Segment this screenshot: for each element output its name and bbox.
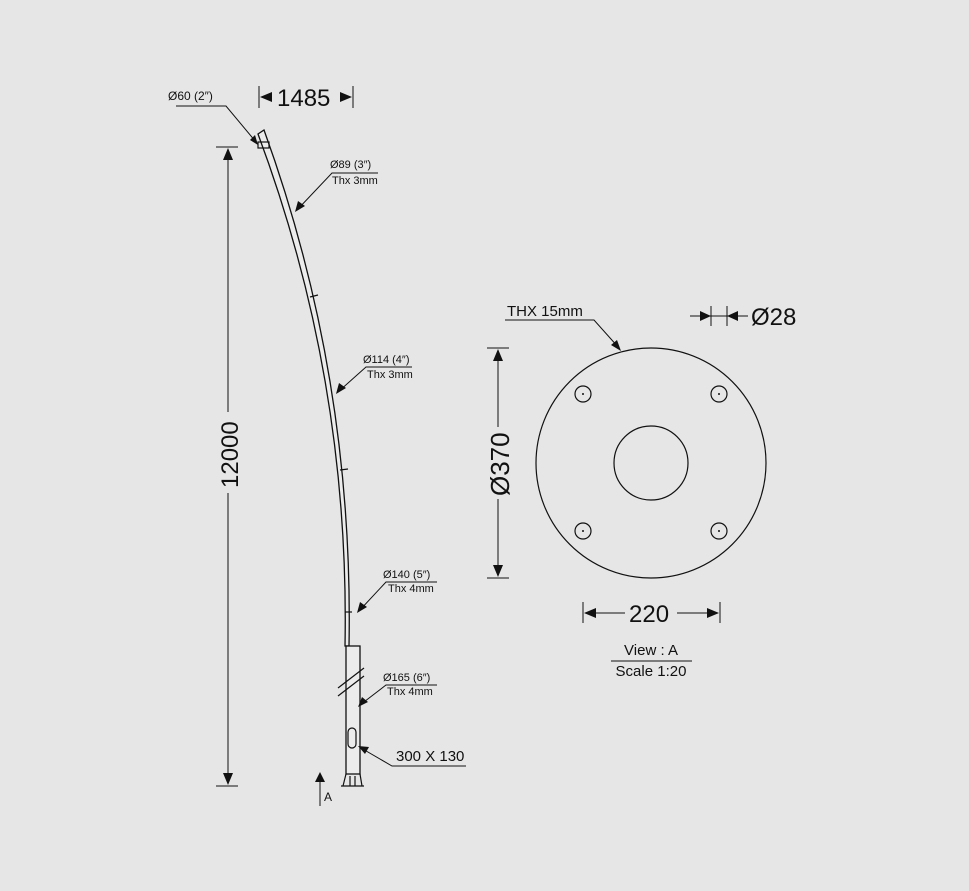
leader-dia-165 <box>359 684 437 706</box>
view-marker-label: A <box>324 790 332 804</box>
dim-arrow-left <box>260 92 272 102</box>
label-dia-165: Ø165 (6″) <box>383 672 430 684</box>
dim-bolt-spacing: 220 <box>582 601 721 628</box>
leader-plate-thickness <box>505 319 620 349</box>
leader-dia-60 <box>176 105 257 143</box>
arrow-dia-140 <box>357 602 367 613</box>
label-dia-114: Ø114 (4″) <box>363 354 410 366</box>
leader-door <box>360 747 466 767</box>
arrow-dia-60 <box>250 135 258 145</box>
leader-dia-140 <box>358 581 437 612</box>
joint-line-2 <box>339 468 349 471</box>
dim-hole-arrow-left <box>700 311 711 321</box>
bolt-hole-top-left <box>574 385 592 403</box>
joint-line-1 <box>309 294 319 298</box>
base-plate-outline <box>535 347 767 579</box>
dim-hole-value: Ø28 <box>751 304 796 331</box>
label-door-size: 300 X 130 <box>396 748 464 765</box>
leader-dia-114 <box>337 366 412 393</box>
arrow-dia-114 <box>336 383 346 394</box>
arrow-dia-165 <box>358 697 368 707</box>
label-thx-165: Thx 4mm <box>387 686 433 698</box>
dim-outer-diameter: Ø370 <box>485 347 515 579</box>
view-scale: Scale 1:20 <box>616 663 687 680</box>
label-thx-114: Thx 3mm <box>367 369 413 381</box>
bolt-hole-bottom-right <box>710 522 728 540</box>
dim-top-offset: 1485 <box>258 85 354 112</box>
arrow-dia-89 <box>295 201 305 212</box>
label-dia-89: Ø89 (3″) <box>330 159 371 171</box>
bolt-hole-centers <box>582 393 720 532</box>
pole-base-section <box>345 645 361 775</box>
label-dia-140: Ø140 (5″) <box>383 569 430 581</box>
service-door <box>347 727 357 749</box>
view-arrow-head <box>315 772 325 782</box>
dim-arrow-right <box>340 92 352 102</box>
break-mark-1 <box>337 667 365 689</box>
dim-hole-diameter: Ø28 <box>690 304 796 331</box>
dim-hole-arrow-right <box>727 311 738 321</box>
dim-spacing-arrow-left <box>584 608 596 618</box>
label-plate-thickness: THX 15mm <box>507 303 583 320</box>
dim-outer-arrow-up <box>493 349 503 361</box>
dim-outer-value: Ø370 <box>485 432 515 496</box>
view-title: View : A <box>624 642 678 659</box>
label-thx-89: Thx 3mm <box>332 175 378 187</box>
dim-arrow-up <box>223 148 233 160</box>
pole-elevation: Ø60 (2″) 1485 12000 Ø89 (3″) Thx 3mm Ø11… <box>168 85 466 806</box>
base-plate-view: THX 15mm Ø28 Ø370 <box>485 303 796 680</box>
base-plate-center-hole <box>613 425 689 501</box>
pole-shaft <box>257 128 350 647</box>
leader-dia-89 <box>296 172 378 211</box>
arrow-plate-thickness <box>611 340 621 351</box>
dim-outer-arrow-down <box>493 565 503 577</box>
dim-height-value: 12000 <box>217 421 244 488</box>
label-dia-60: Ø60 (2″) <box>168 89 213 103</box>
base-flange <box>341 773 364 787</box>
dim-height: 12000 <box>216 146 244 787</box>
dim-spacing-arrow-right <box>707 608 719 618</box>
break-mark-2 <box>337 675 365 697</box>
bolt-hole-top-right <box>710 385 728 403</box>
bolt-hole-bottom-left <box>574 522 592 540</box>
dim-spacing-value: 220 <box>629 601 669 628</box>
arrow-door <box>358 746 369 754</box>
dim-top-value: 1485 <box>277 85 330 112</box>
dim-arrow-down <box>223 773 233 785</box>
label-thx-140: Thx 4mm <box>388 583 434 595</box>
